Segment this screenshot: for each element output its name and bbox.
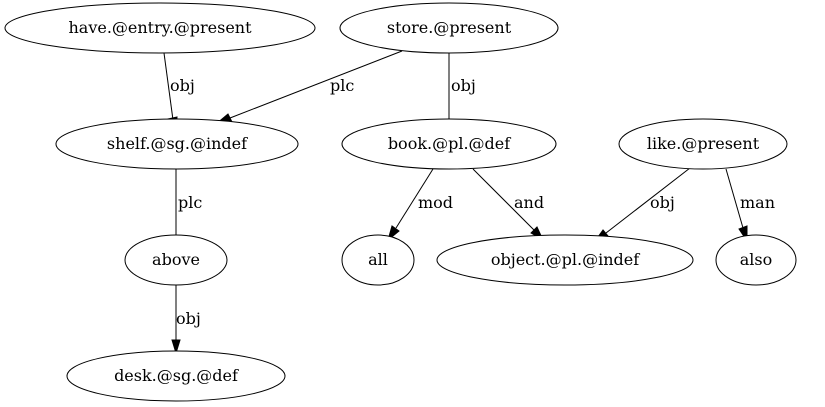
edge-label: mod <box>418 193 453 212</box>
node-above: above <box>124 234 228 286</box>
node-book-pl-def: book.@pl.@def <box>341 118 557 170</box>
node-like-present: like.@present <box>618 118 788 170</box>
edge-label: plc <box>330 76 354 95</box>
node-label: object.@pl.@indef <box>491 250 640 269</box>
node-shelf-sg-indef: shelf.@sg.@indef <box>55 118 299 170</box>
node-object-pl-indef: object.@pl.@indef <box>436 234 694 286</box>
edge-like-to-object: obj <box>593 167 691 243</box>
node-label: also <box>740 250 773 269</box>
edge-label: obj <box>650 193 675 212</box>
edge-label: obj <box>176 309 201 328</box>
edge-book-to-all: mod <box>387 168 453 242</box>
node-label: shelf.@sg.@indef <box>107 134 248 153</box>
node-label: book.@pl.@def <box>388 134 511 153</box>
node-all: all <box>341 234 415 286</box>
edge-label: obj <box>451 76 476 95</box>
node-label: all <box>368 250 388 269</box>
edge-book-to-object: and <box>472 168 545 242</box>
edge-label: obj <box>170 76 195 95</box>
node-store-present: store.@present <box>339 2 559 54</box>
edge-label: and <box>514 193 544 212</box>
node-label: above <box>152 250 200 269</box>
node-label: store.@present <box>387 18 512 37</box>
edge-label: man <box>740 193 775 212</box>
edge-like-to-also: man <box>725 168 775 243</box>
node-label: have.@entry.@present <box>68 18 252 37</box>
node-have-entry-present: have.@entry.@present <box>4 2 316 54</box>
node-also: also <box>715 234 797 286</box>
edge-label: plc <box>178 193 202 212</box>
node-label: like.@present <box>647 134 760 153</box>
node-label: desk.@sg.@def <box>114 366 239 385</box>
edge-above-to-desk: obj <box>171 285 201 355</box>
edge-store-to-shelf: plc <box>214 50 403 125</box>
node-desk-sg-def: desk.@sg.@def <box>66 350 286 402</box>
